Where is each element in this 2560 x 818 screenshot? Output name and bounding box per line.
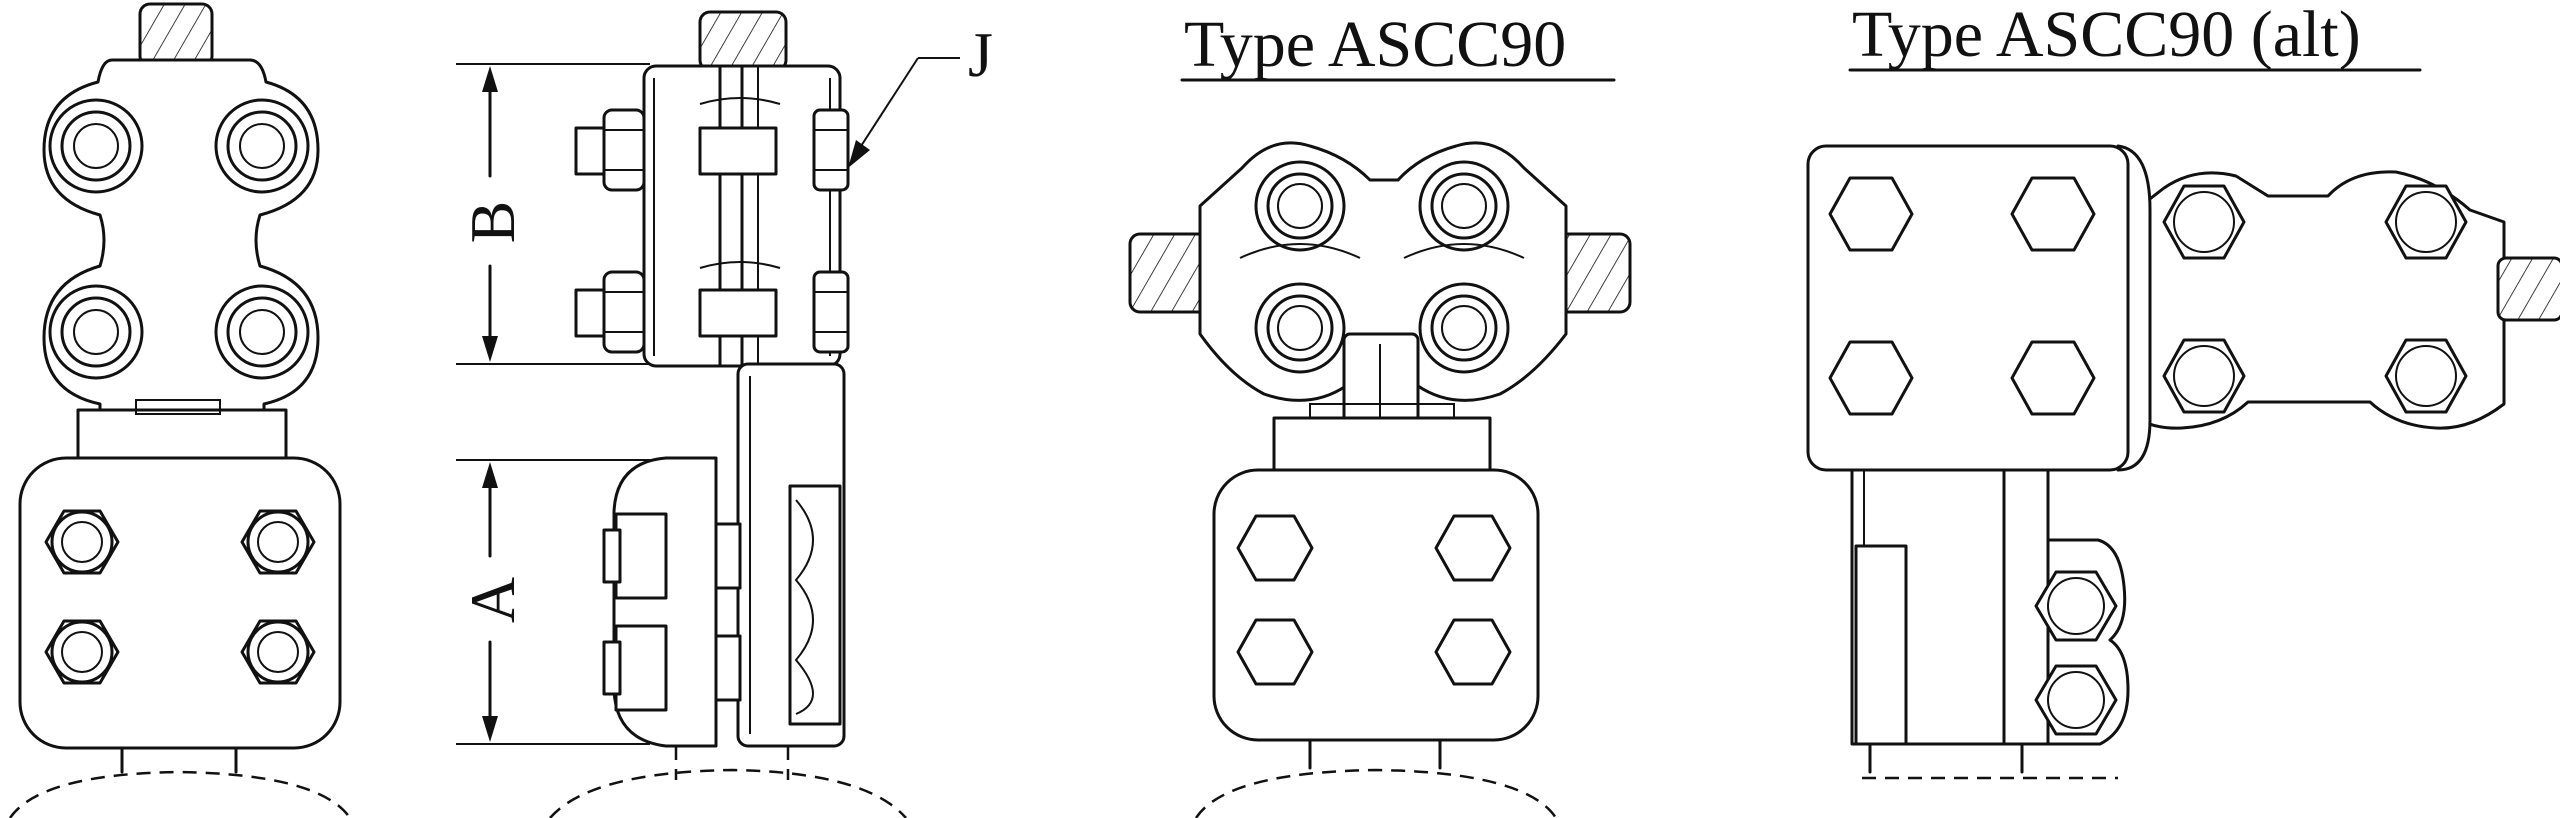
title-ascc90: Type ASCC90 <box>1184 8 1566 81</box>
cable-strand-icon <box>138 2 214 68</box>
round-washer-icon <box>48 98 310 380</box>
hex-nut-icon <box>574 108 850 354</box>
front-view <box>8 2 352 818</box>
hex-nut-icon <box>44 509 316 685</box>
hex-nut-icon <box>2034 570 2118 736</box>
hex-nut-icon <box>1828 176 2096 416</box>
dimension-a-label: A <box>457 577 528 623</box>
ascc90-view: Type ASCC90 <box>1128 8 1632 818</box>
hex-nut-icon <box>1236 514 1512 686</box>
ascc90-lower-pad <box>1212 468 1540 742</box>
title-ascc90-alt: Type ASCC90 (alt) <box>1852 0 2361 71</box>
side-view: B A J <box>456 10 993 818</box>
lower-pad <box>18 456 342 750</box>
hex-nut-icon <box>2162 184 2468 414</box>
round-washer-icon <box>1254 160 1510 374</box>
ascc90-alt-view: Type ASCC90 (alt) <box>1806 0 2560 780</box>
dimension-b-label: B <box>457 201 528 244</box>
callout-j-label: J <box>968 19 993 90</box>
